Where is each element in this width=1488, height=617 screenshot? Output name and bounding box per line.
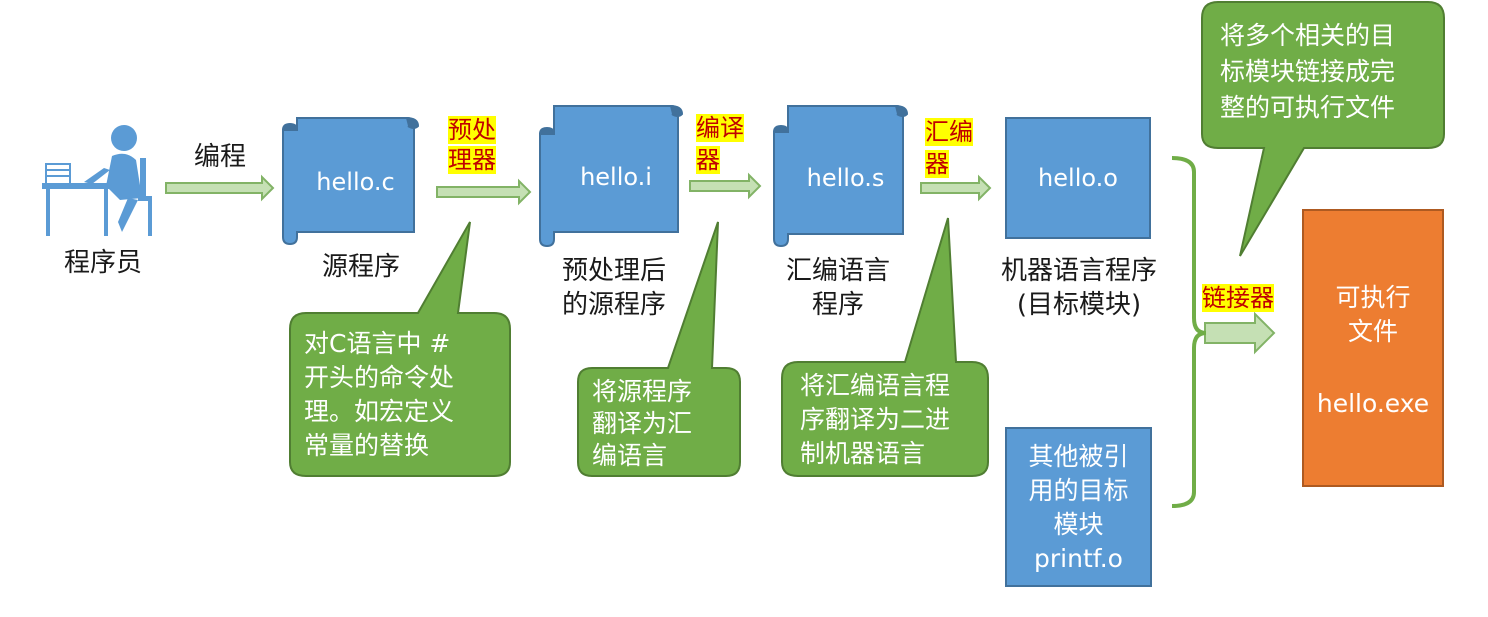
other-module-line3: 模块	[1053, 510, 1104, 539]
compiler-callout-bubble	[577, 221, 741, 477]
assembler-stage-label-line2: 器	[925, 150, 949, 178]
preprocessor-callout-line3: 理。如宏定义	[304, 397, 455, 426]
preprocessor-stage-label-line2: 理器	[448, 146, 496, 174]
assembly-file-scroll	[773, 105, 909, 248]
assembly-file-name: hello.s	[806, 164, 885, 192]
preprocessor-callout-line1: 对C语言中 #	[304, 329, 451, 358]
link-brace	[1171, 156, 1207, 508]
arrow-link	[1204, 311, 1276, 355]
assembly-caption-line2: 程序	[811, 290, 864, 320]
object-caption-line1: 机器语言程序	[1000, 256, 1157, 286]
compiler-callout-line2: 翻译为汇	[592, 409, 693, 438]
preprocessor-stage-label-line1: 预处	[448, 116, 496, 144]
object-caption-line2: (目标模块)	[1016, 290, 1142, 320]
source-caption: 源程序	[321, 252, 400, 282]
programmer-label: 程序员	[63, 248, 142, 278]
programmer-at-desk-icon	[42, 125, 152, 236]
arrow-preprocess	[436, 178, 532, 206]
other-module-line4: printf.o	[1034, 544, 1123, 573]
linker-callout-line2: 标模块链接成完	[1220, 57, 1396, 86]
compiler-callout-line3: 编语言	[592, 441, 668, 470]
linker-callout-line1: 将多个相关的目	[1220, 21, 1396, 50]
executable-title-line1: 可执行	[1335, 283, 1411, 312]
linker-stage-label: 链接器	[1202, 284, 1274, 312]
preprocessed-file-name: hello.i	[580, 163, 652, 191]
source-file-scroll	[282, 117, 420, 246]
source-file-name: hello.c	[316, 168, 395, 196]
arrow-assemble	[920, 174, 992, 202]
preprocessor-callout-line4: 常量的替换	[304, 431, 430, 460]
compiler-stage-label-line1: 编译	[696, 114, 744, 142]
preprocessor-callout-line2: 开头的命令处	[304, 363, 455, 392]
coding-arrow-label: 编程	[193, 142, 246, 172]
executable-file-name: hello.exe	[1316, 389, 1430, 418]
assembler-stage-label-line1: 汇编	[925, 118, 973, 146]
assembler-callout-line3: 制机器语言	[800, 439, 926, 468]
preprocessed-file-scroll	[539, 105, 684, 248]
object-file-box	[1005, 117, 1151, 239]
preprocessor-callout-bubble	[289, 221, 511, 477]
linker-callout-bubble	[1201, 1, 1445, 257]
executable-box	[1302, 209, 1444, 487]
assembly-caption-line1: 汇编语言	[785, 256, 890, 286]
executable-title-line2: 文件	[1347, 317, 1398, 346]
preprocessed-caption-line1: 预处理后	[561, 256, 666, 286]
compiler-stage-label-line2: 器	[696, 146, 720, 174]
preprocessed-caption-line2: 的源程序	[561, 290, 666, 320]
compiler-callout-line1: 将源程序	[592, 377, 693, 406]
assembler-callout-line1: 将汇编语言程	[800, 371, 951, 400]
arrow-coding	[165, 174, 275, 202]
assembler-callout-line2: 序翻译为二进	[800, 405, 951, 434]
assembler-callout-bubble	[781, 217, 989, 477]
other-module-line2: 用的目标	[1028, 476, 1129, 505]
other-module-line1: 其他被引	[1028, 442, 1129, 471]
object-file-name: hello.o	[1038, 164, 1118, 192]
linker-callout-line3: 整的可执行文件	[1220, 93, 1396, 122]
other-module-box	[1005, 427, 1152, 587]
arrow-compile	[689, 172, 762, 200]
